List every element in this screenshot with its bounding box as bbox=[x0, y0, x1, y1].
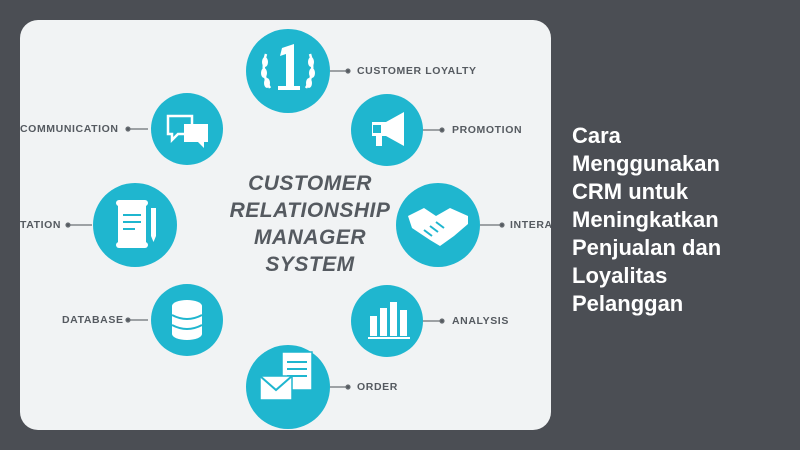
envelope-document-icon bbox=[259, 351, 313, 401]
connector-dot-database bbox=[125, 317, 131, 323]
article-title-line: Cara bbox=[572, 123, 621, 148]
connector-dot-interaction bbox=[499, 222, 505, 228]
connector-dot-communication bbox=[125, 126, 131, 132]
label-database: DATABASE bbox=[62, 314, 124, 326]
center-title-line: MANAGER bbox=[254, 226, 366, 249]
label-analysis: ANALYSIS bbox=[452, 315, 509, 327]
label-communication: COMMUNICATION bbox=[20, 123, 119, 135]
diagram-center-title: CUSTOMER RELATIONSHIP MANAGER SYSTEM bbox=[200, 170, 420, 278]
connectors bbox=[65, 68, 505, 390]
article-title-line: CRM untuk bbox=[572, 179, 689, 204]
laurel-number-one-icon bbox=[261, 44, 315, 90]
label-documentation: TATION bbox=[20, 219, 62, 231]
node-interaction bbox=[396, 183, 480, 267]
bar-chart-icon bbox=[368, 302, 410, 339]
article-title: Cara Menggunakan CRM untuk Meningkatkan … bbox=[572, 122, 792, 318]
center-title-line: CUSTOMER bbox=[248, 172, 372, 195]
article-title-line: Loyalitas bbox=[572, 263, 668, 288]
article-title-line: Menggunakan bbox=[572, 151, 720, 176]
database-icon bbox=[171, 300, 203, 340]
article-title-line: Meningkatkan bbox=[572, 207, 719, 232]
document-pen-icon bbox=[116, 200, 156, 248]
node-database bbox=[151, 284, 223, 356]
handshake-icon bbox=[408, 208, 468, 246]
node-order bbox=[246, 345, 330, 429]
connector-dot-tation bbox=[65, 222, 71, 228]
article-title-line: Pelanggan bbox=[572, 291, 684, 316]
crm-diagram-card: CUSTOMER RELATIONSHIP MANAGER SYSTEM CUS… bbox=[20, 20, 551, 430]
center-title-line: RELATIONSHIP bbox=[229, 199, 391, 222]
article-title-line: Penjualan dan bbox=[572, 235, 722, 260]
node-customer-loyalty bbox=[246, 29, 330, 113]
connector-dot-loyalty bbox=[345, 68, 351, 74]
label-interaction: INTERA bbox=[510, 219, 551, 231]
label-order: ORDER bbox=[357, 381, 398, 393]
node-documentation bbox=[93, 183, 177, 267]
megaphone-icon bbox=[372, 112, 404, 146]
node-analysis bbox=[351, 285, 423, 357]
label-promotion: PROMOTION bbox=[452, 124, 523, 136]
connector-dot-analysis bbox=[439, 318, 445, 324]
diagram-graphics bbox=[65, 29, 505, 429]
connector-dot-order bbox=[345, 384, 351, 390]
center-title-line: SYSTEM bbox=[265, 253, 355, 276]
speech-bubbles-icon bbox=[166, 114, 208, 148]
node-promotion bbox=[351, 94, 423, 166]
connector-dot-promotion bbox=[439, 127, 445, 133]
label-customer-loyalty: CUSTOMER LOYALTY bbox=[357, 65, 477, 77]
node-communication bbox=[151, 93, 223, 165]
